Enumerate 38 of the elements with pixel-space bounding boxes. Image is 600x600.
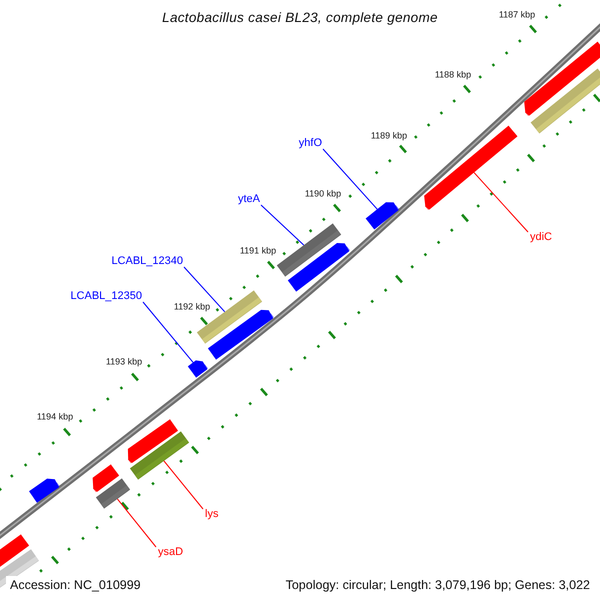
leader-line (473, 172, 528, 232)
gene-label: yhfO (298, 138, 322, 149)
scale-label: 1188 kbp (434, 70, 472, 80)
leader-line (260, 204, 304, 246)
gene-label: LCABL_12350 (70, 291, 142, 302)
gene-feature (288, 243, 350, 292)
gene-bar (276, 223, 342, 277)
scale-label: 1191 kbp (240, 246, 276, 256)
gene-feature (128, 419, 178, 464)
genome-title: Lactobacillus casei BL23, complete genome (162, 11, 438, 24)
scale-label: 1193 kbp (106, 358, 142, 366)
gene-label: lys (205, 509, 218, 520)
gene-bar (196, 290, 262, 344)
gene-feature (92, 464, 120, 492)
gene-feature (366, 202, 400, 230)
scale-label: 1190 kbp (304, 190, 342, 198)
leader-line (142, 302, 194, 363)
gene-label: yteA (238, 194, 260, 205)
leader-line (163, 460, 204, 510)
leader-line (184, 266, 226, 312)
scale-label: 1189 kbp (370, 132, 408, 140)
gene-feature (29, 478, 60, 503)
gene-feature (188, 360, 208, 378)
leader-line (116, 498, 156, 548)
gene-feature (208, 310, 274, 360)
gene-bar (96, 478, 130, 509)
gene-feature (524, 42, 600, 116)
scale-label: 1192 kbp (174, 302, 210, 312)
gene-label: ydiC (530, 232, 552, 243)
gene-feature (424, 126, 518, 210)
gene-bar (130, 431, 190, 480)
gene-feature (0, 534, 30, 570)
leader-line (322, 148, 378, 210)
gene-label: ysaD (158, 547, 184, 558)
scale-label: 1194 kbp (36, 412, 74, 422)
scale-label: 1187 kbp (498, 10, 536, 20)
gene-bar (530, 68, 600, 134)
gene-label: LCABL_12340 (111, 256, 183, 267)
